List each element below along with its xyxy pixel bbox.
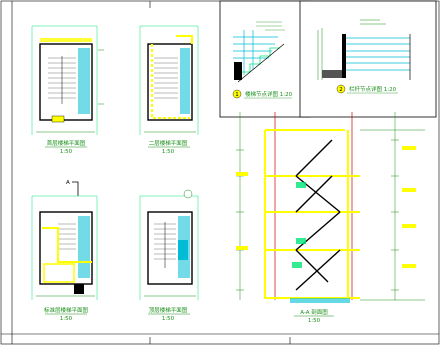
detail-2-caption: 栏杆节点详图 1:20 (349, 85, 397, 93)
plan-1-caption: 首层楼梯平面图 (47, 139, 86, 147)
detail-1-caption: 楼梯节点详图 1:20 (245, 90, 293, 98)
plan-2-caption: 二层楼梯平面图 (149, 139, 188, 147)
stair-plan-2[interactable]: 二层楼梯平面图 1:50 (139, 25, 199, 155)
plan-2-scale: 1:50 (162, 149, 175, 155)
section-marker: A (66, 180, 70, 186)
plan-3-caption: 标准层楼梯平面图 (44, 306, 89, 314)
detail-view-2[interactable]: 2 栏杆节点详图 1:20 (299, 0, 437, 118)
stair-plan-4[interactable]: 顶层楼梯平面图 1:50 (139, 189, 199, 322)
detail-1-tag: 1 (235, 92, 239, 98)
section-caption: A-A 剖面图 (300, 308, 328, 316)
plan-3-scale: 1:50 (60, 316, 73, 322)
plan-4-caption: 顶层楼梯平面图 (149, 306, 188, 314)
detail-2-tag: 2 (339, 87, 343, 93)
stair-section-view[interactable]: A-A 剖面图 1:50 (236, 112, 425, 324)
stair-plan-1[interactable]: 首层楼梯平面图 1:50 (31, 25, 104, 155)
section-scale: 1:50 (308, 318, 321, 324)
stair-plan-3[interactable]: A 标准层楼梯平面图 1:50 (31, 180, 98, 322)
plan-1-scale: 1:50 (60, 149, 73, 155)
detail-view-1[interactable]: 1 楼梯节点详图 1:20 (219, 0, 311, 118)
plan-4-scale: 1:50 (162, 316, 175, 322)
